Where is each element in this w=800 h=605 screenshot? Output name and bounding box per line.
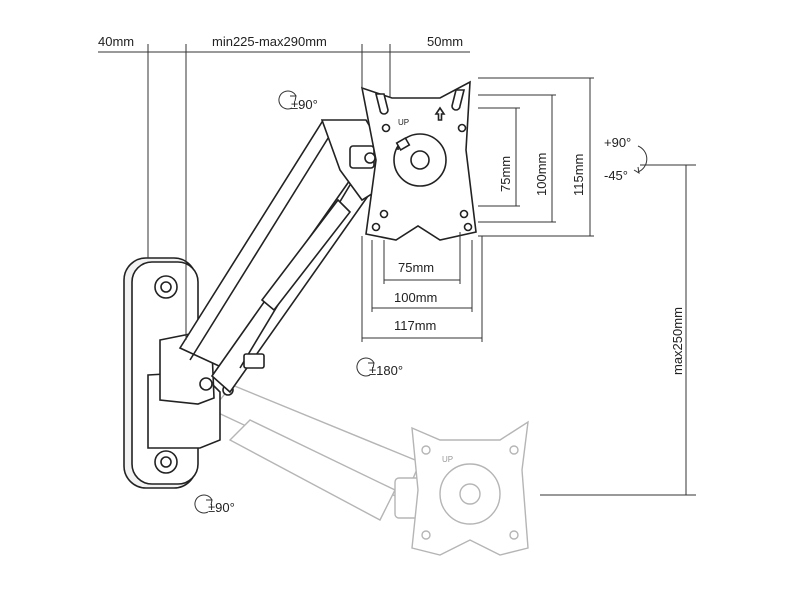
plate-slot-top-right <box>451 89 466 111</box>
tilt-down-label: -45° <box>604 168 628 183</box>
dim-vesa-h-75: 75mm <box>398 260 434 275</box>
dim-arm-offset: 40mm <box>98 34 134 49</box>
vesa-plate: UP <box>360 80 477 241</box>
dim-vesa-v-75: 75mm <box>498 156 513 192</box>
up-arrow-icon <box>434 106 446 121</box>
dim-vesa-h-100: 100mm <box>394 290 437 305</box>
rotation-swivel-base: ±90° <box>194 494 235 515</box>
ghost-arm-lower-position <box>210 384 426 521</box>
dim-arm-reach: min225-max290mm <box>212 34 327 49</box>
dim-plate-width: 117mm <box>394 318 436 333</box>
dim-vesa-v-100: 100mm <box>534 153 549 196</box>
up-marking: UP <box>398 118 409 127</box>
swivel-base-label: ±90° <box>208 500 235 515</box>
dimension-lines <box>98 44 696 496</box>
rotation-tilt: +90° -45° <box>604 135 648 183</box>
tilt-arrow-icon <box>637 145 648 173</box>
hole-75-bl <box>379 209 389 219</box>
swivel-head-label: ±90° <box>291 97 318 112</box>
rotate-arrow-icon-head <box>278 90 297 110</box>
hole-75-tr <box>457 123 467 133</box>
hole-75-tl <box>381 123 391 133</box>
ghost-vesa-plate: UP <box>411 420 529 556</box>
rotate-arrow-icon-screen <box>356 357 375 377</box>
rotation-swivel-head: ±90° <box>278 90 318 112</box>
hole-100-br <box>463 222 473 232</box>
rotation-screen: ±180° <box>356 357 403 378</box>
rotate-arrow-icon-base <box>194 494 213 514</box>
plate-slot-top-left <box>374 93 389 115</box>
hole-100-bl <box>371 222 381 232</box>
ghost-up-marking: UP <box>442 455 453 464</box>
rotate-screen-label: ±180° <box>369 363 403 378</box>
tilt-up-label: +90° <box>604 135 631 150</box>
dim-plate-height: 115mm <box>571 154 586 196</box>
dim-height-adjust: max250mm <box>670 307 685 375</box>
hole-75-br <box>459 209 469 219</box>
dim-plate-offset: 50mm <box>427 34 463 49</box>
